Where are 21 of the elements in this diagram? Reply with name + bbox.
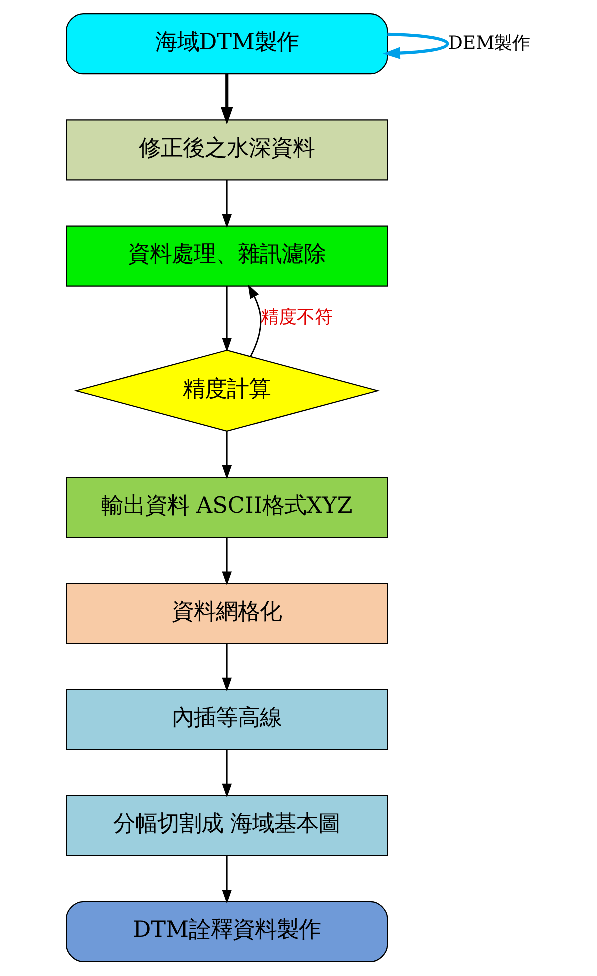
node-box: 輸出資料 ASCII格式XYZ xyxy=(66,476,388,538)
arrow xyxy=(222,644,232,692)
arrow xyxy=(220,74,233,125)
arrow xyxy=(222,432,232,480)
node-box: 資料處理、雜訊濾除 xyxy=(66,226,388,287)
node-box: DTM詮釋資料製作 xyxy=(66,901,388,962)
node-box: 內插等高線 xyxy=(66,689,388,750)
node-box: 海域DTM製作 xyxy=(66,14,388,75)
arrow xyxy=(248,284,262,357)
node-box: 資料網格化 xyxy=(66,583,388,644)
edge-label: DEM製作 xyxy=(448,32,530,54)
arrow xyxy=(222,856,232,904)
arrow xyxy=(222,180,232,228)
arrow xyxy=(222,538,232,586)
node-box: 修正後之水深資料 xyxy=(66,120,388,181)
arrow xyxy=(222,750,232,798)
node-box: 分幅切割成 海域基本圖 xyxy=(66,795,388,856)
edge-label: 精度不符 xyxy=(260,307,332,328)
node-diamond: 精度計算 xyxy=(74,350,380,432)
arrow xyxy=(382,32,449,60)
arrow xyxy=(222,286,232,352)
